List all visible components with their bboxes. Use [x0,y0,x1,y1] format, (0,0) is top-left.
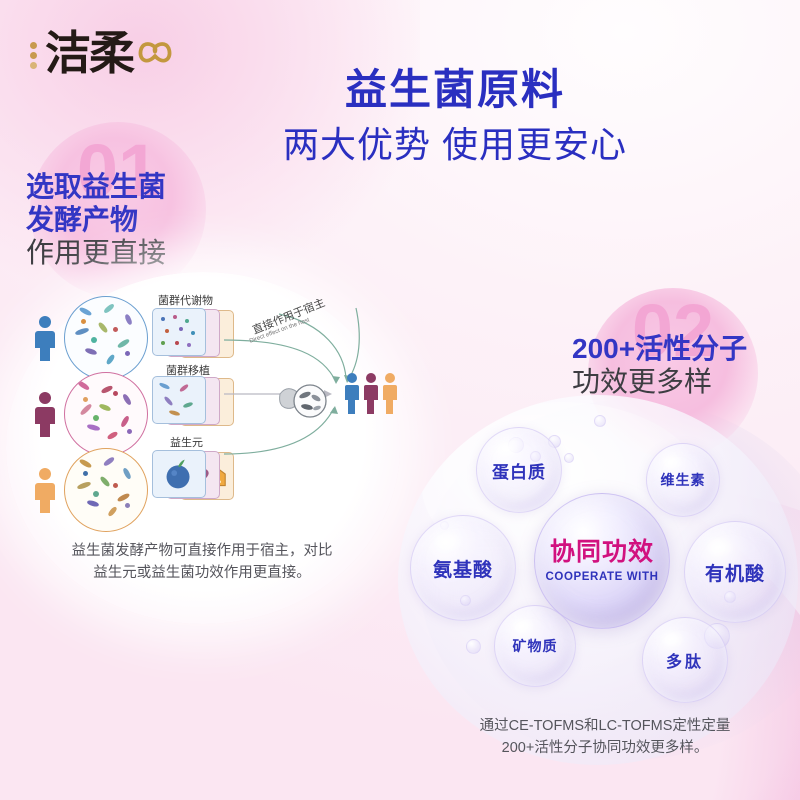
bubble-label-amino-acid: 氨基酸 [432,559,493,581]
decor-bubble-10 [594,415,606,427]
bubble-center-label-cn: 协同功效 [549,537,654,566]
section-02-subheading: 功效更多样 [572,366,713,398]
bubble-mineral: 矿物质 [494,605,576,687]
decor-bubble-4 [564,453,574,463]
petri-dish-orange [64,448,148,532]
bubble-label-organic-acid: 有机酸 [704,563,765,585]
bubble-center-synergy: 协同功效 COOPERATE WITH [534,493,670,629]
section-02-heading: 200+活性分子 功效更多样 [572,332,747,398]
gut-microbiome-icon [279,384,327,418]
section-01-caption-line2: 益生元或益生菌功效作用更直接。 [93,565,311,582]
diagram-people-group [344,372,400,414]
section-01-subheading: 作用更直接 [26,237,167,269]
page-subtitle: 两大优势 使用更安心 [282,124,627,165]
section-number-blob-01: 01 [30,122,206,298]
person-icon-result-orange [383,373,397,414]
diagram-label-1: 菌群代谢物 [158,295,213,307]
bubble-label-protein: 蛋白质 [492,462,546,482]
bubble-amino-acid: 氨基酸 [410,515,516,621]
diagram-label-2: 菌群移植 [166,365,210,377]
probiotic-mechanism-diagram: 菌群代谢物 菌群移植 益生元 [34,292,397,532]
diagram-row-2 [34,372,148,456]
bubble-vitamin: 维生素 [646,443,720,517]
decor-bubble-7 [466,639,481,654]
bubble-label-peptide: 多肽 [665,654,704,671]
section-02-caption: 通过CE-TOFMS和LC-TOFMS定性定量 200+活性分子协同功效更多样。 [430,716,780,760]
section-number-02: 02 [631,289,715,372]
logo-dots-icon [30,41,37,69]
diagram-row-1 [34,296,148,380]
section-01-heading-line1: 选取益生菌 [26,171,167,202]
section-01-heading: 选取益生菌 发酵产物 作用更直接 [26,170,166,269]
bubble-label-mineral: 矿物质 [512,638,558,654]
section-number-01: 01 [76,129,160,212]
diagram-label-3: 益生元 [170,437,203,449]
bubble-protein: 蛋白质 [476,427,562,513]
bubble-label-vitamin: 维生素 [660,472,706,488]
petri-dish-blue [64,296,148,380]
section-02-caption-line1: 通过CE-TOFMS和LC-TOFMS定性定量 [479,718,731,734]
brand-logo: 洁柔 [30,30,173,76]
section-01-caption: 益生菌发酵产物可直接作用于宿主，对比 益生元或益生菌功效作用更直接。 [40,540,364,585]
section-02-heading-main: 200+活性分子 [572,333,748,364]
page-title: 益生菌原料 [344,66,565,113]
person-icon-result-blue [345,373,359,414]
petri-dish-pink [64,372,148,456]
diagram-row-3 [34,448,148,532]
active-molecules-bubble-panel: 蛋白质 维生素 氨基酸 有机酸 矿物质 多肽 协同功效 COOPERATE WI… [398,395,798,765]
bubble-peptide: 多肽 [642,617,728,703]
bubble-organic-acid: 有机酸 [684,521,786,623]
butterfly-icon [138,42,172,63]
blueberry-icon [166,459,190,489]
section-02-caption-line2: 200+活性分子协同功效更多样。 [501,739,709,756]
person-icon-purple [35,392,55,437]
person-icon-blue [35,316,55,361]
brand-logo-text: 洁柔 [45,27,135,79]
section-01-caption-line1: 益生菌发酵产物可直接作用于宿主，对比 [71,543,333,559]
person-icon-orange [35,468,55,513]
section-01-heading-line2: 发酵产物 [26,204,139,236]
person-icon-result-purple [364,373,378,414]
bubble-center-label-en: COOPERATE WITH [545,570,659,583]
